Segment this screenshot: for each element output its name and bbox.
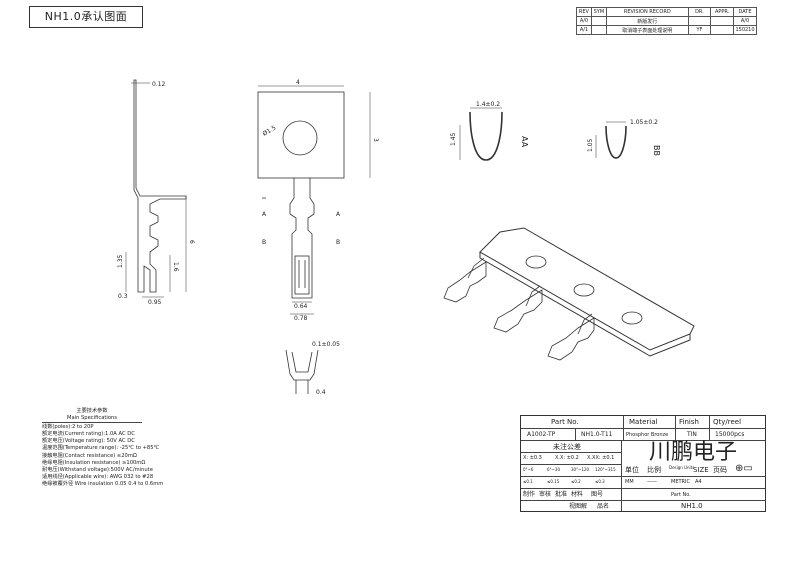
dim-3: 3 [372, 138, 379, 142]
tb-finish: TIN [687, 431, 697, 438]
end-view: 0.1±0.05 0.4 [285, 341, 340, 396]
dim-dia: Ø1.5 [262, 124, 278, 137]
dim-16: 1.6 [172, 262, 179, 272]
projection-symbol: ⊕▭ [735, 463, 753, 474]
tb-part-no-small: Part No. [671, 492, 691, 498]
label-aa: AA [520, 136, 529, 148]
front-view: 4 3 Ø1.5 A B A B 0.64 0.78 [257, 79, 379, 322]
main-specifications: 主要技术参数 Main Specifications 线数(poles):2 t… [42, 408, 232, 488]
tb-unit-h: 单位 [625, 466, 639, 474]
spec-line: 温度范围(Temperature range): -25℃ to +85℃ [42, 445, 160, 452]
tb-scale-v: —— [647, 479, 657, 485]
spec-line: 绝缘电阻(Insulation resistance) ≥100mΩ [42, 459, 146, 466]
dim-135: 1.35 [117, 254, 124, 268]
spec-title-cn: 主要技术参数 [76, 408, 108, 414]
tb-part-b: NH1.0-T11 [581, 431, 613, 438]
dim-145: 1.45 [450, 132, 457, 146]
spec-line: 耐电压(Withstand voltage):500V AC/minute [42, 466, 153, 473]
section-aa: 1.4±0.2 1.45 AA [450, 101, 529, 161]
dim-03: 0.3 [118, 293, 128, 300]
tb-approve: 批准 [555, 491, 568, 498]
tb-check: 审核 [539, 491, 552, 498]
tb-angle-range: 6°~30 [547, 467, 560, 472]
spec-title-en: Main Specifications [42, 415, 142, 424]
tb-angle-range: 120°~315 [595, 467, 616, 472]
tb-name-v: NH1.0 [681, 502, 703, 510]
spec-line: 适用线径(Applicable wire): AWG 032 to #28 [42, 473, 154, 480]
tb-angle-range: 0°~6 [523, 467, 534, 472]
dim-105b: 1.05 [587, 138, 594, 152]
rev-cell: 取消端子表面处理说明 [605, 25, 689, 35]
sec-a-left: A [262, 211, 267, 218]
tb-material-cn: 材料 [571, 491, 584, 498]
tb-angle-tol: ≤0.2 [571, 479, 581, 484]
spec-line: 接触电阻(Contact resistance) ≤20mΩ [42, 452, 137, 459]
tb-scale-h: 比例 [647, 466, 661, 474]
tb-tol-x: X: ±0.3 [523, 455, 542, 461]
tb-part-no-header: Part No. [551, 418, 579, 426]
side-view: 0.12 6 1.6 1.35 0.3 0.95 [117, 79, 195, 306]
tb-material-header: Material [629, 418, 658, 426]
tb-page-h: 页码 [713, 466, 727, 474]
spec-line: 线数(poles):2 to 20P [42, 424, 94, 431]
tb-name-h: 品名 [597, 503, 610, 510]
sec-a-right: A [336, 211, 341, 218]
label-bb: BB [652, 145, 661, 156]
tb-unit-v: MM [625, 479, 634, 485]
tb-size-h: SIZE [693, 466, 709, 474]
tb-design-v: METRIC [671, 479, 690, 485]
rev-cell: 150210 [733, 25, 757, 35]
spec-line: 额定电流(Current rating):1.0A AC DC [42, 431, 135, 438]
tb-size-v: A4 [695, 479, 702, 485]
spec-line: 额定电压(Voltage rating): 50V AC DC [42, 438, 135, 445]
dim-012: 0.12 [152, 81, 166, 88]
dim-4: 4 [296, 79, 300, 86]
revision-table: REV SYM REVISION RECORD DR. APPR. DATE A… [576, 7, 757, 35]
tb-finish-header: Finish [679, 418, 699, 426]
tb-angle-tol: ≤0.3 [595, 479, 605, 484]
tb-qty: 15000pcs [715, 431, 745, 438]
tb-tol-xx: X.X: ±0.2 [555, 455, 579, 461]
dim-078: 0.78 [294, 315, 308, 322]
tb-angle-range: 30°~120 [571, 467, 590, 472]
tb-tolerance-header: 未注公差 [553, 443, 581, 451]
tb-drawn: 制作 [523, 491, 536, 498]
isometric-view [443, 227, 695, 361]
dim-14: 1.4±0.2 [476, 101, 500, 108]
spec-line: 绝缘被覆外径 Wire insulation 0.05 0.4 to 0.6mm [42, 480, 164, 487]
tb-part-a: A1002-TP [527, 431, 556, 438]
dim-04: 0.4 [316, 389, 326, 396]
tb-tol-xxx: X.XX: ±0.1 [587, 455, 615, 461]
tb-angle-tol: ≤0.15 [547, 479, 560, 484]
tb-dwg-no: 图号 [591, 491, 604, 498]
tb-qty-header: Qty/reel [713, 418, 742, 426]
tb-company-name: 川鹏电子 [649, 440, 738, 465]
dim-105: 1.05±0.2 [630, 119, 658, 126]
drawing-title: NH1.0承认图面 [29, 6, 143, 28]
tb-material: Phosphor Bronze [626, 432, 669, 438]
tb-design-h: Design Units [669, 465, 695, 470]
dim-095: 0.95 [148, 299, 162, 306]
dim-01: 0.1±0.05 [312, 341, 340, 348]
tb-angle-tol: ≤0.1 [523, 479, 533, 484]
section-bb: 1.05±0.2 1.05 BB [587, 119, 661, 159]
title-block: Part No. Material Finish Qty/reel A1002-… [520, 415, 766, 512]
dim-064: 0.64 [294, 303, 308, 310]
sec-b-right: B [336, 239, 340, 246]
dim-6: 6 [188, 240, 195, 244]
sec-b-left: B [262, 239, 266, 246]
tb-view: 视图解 [569, 503, 588, 510]
